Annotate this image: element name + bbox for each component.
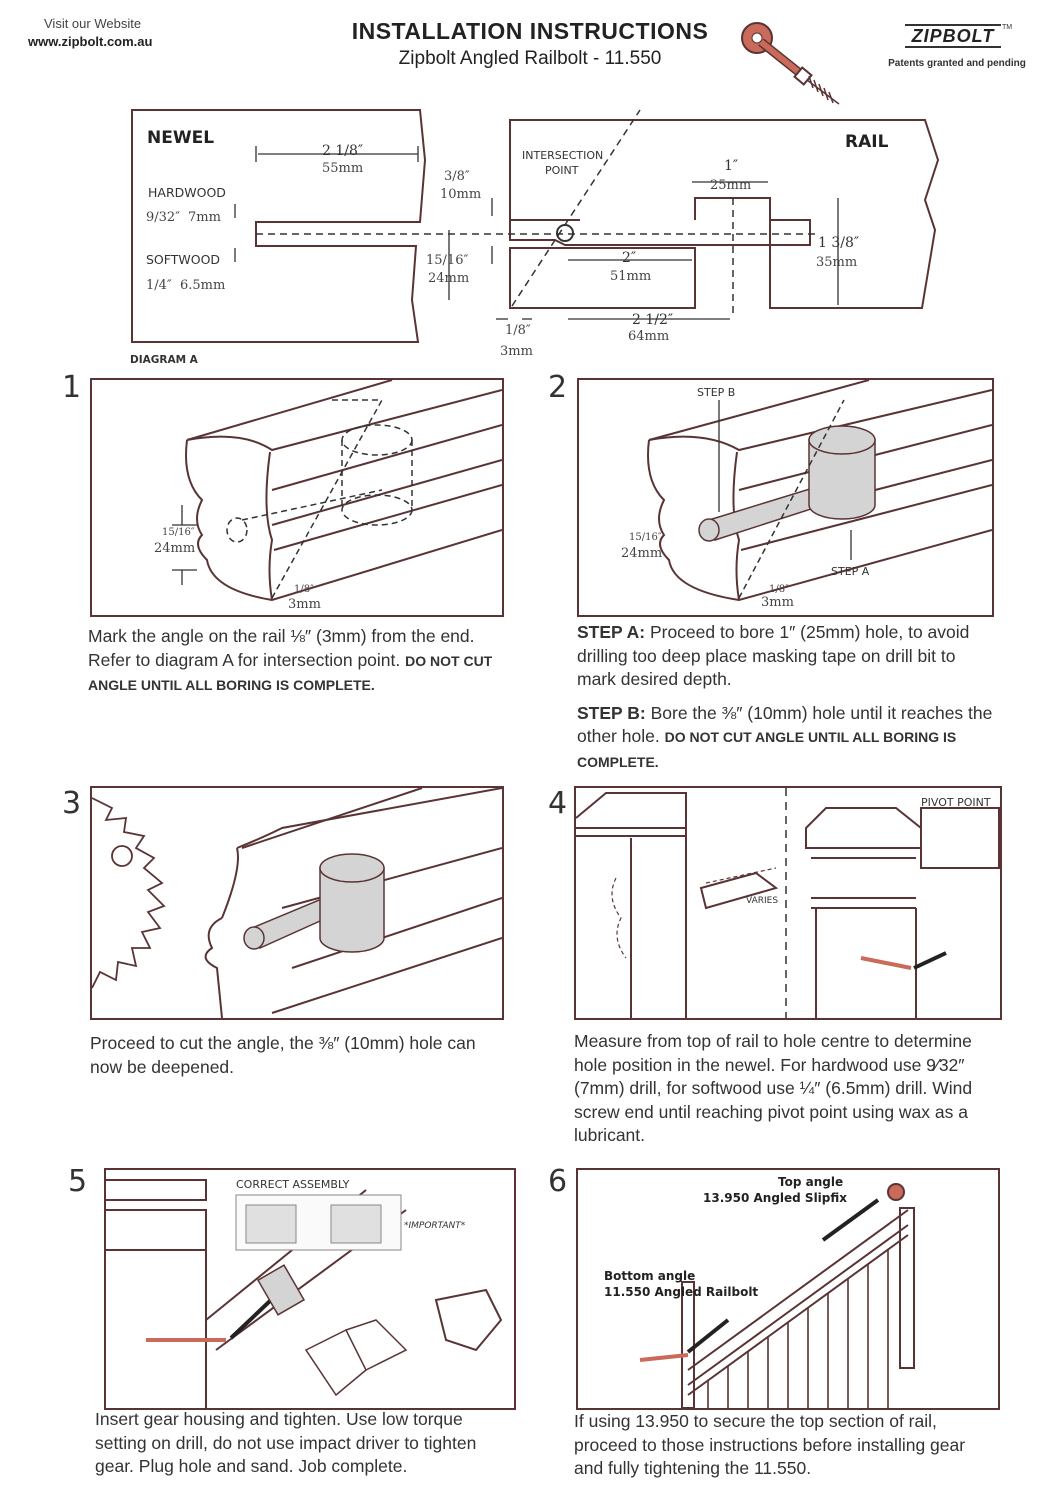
bore-in: 2″ — [622, 250, 636, 266]
step-3-description: Proceed to cut the angle, the ⅜″ (10mm) … — [90, 1033, 476, 1077]
step-1-end-in: 1/8″ — [294, 584, 314, 595]
label-softwood: SOFTWOOD — [146, 252, 220, 267]
step-3-panel — [90, 786, 504, 1020]
step-4-varies-label: VARIES — [746, 896, 778, 906]
intersection-point-mark — [556, 224, 574, 242]
step-2-step-b-text: Bore the ⅜″ (10mm) hole until it reaches… — [577, 702, 993, 747]
label-newel: NEWEL — [147, 128, 214, 148]
step-2-step-a-lead: STEP A: — [577, 622, 646, 642]
page-title: INSTALLATION INSTRUCTIONS — [351, 18, 709, 44]
step-2-end-mm: 3mm — [761, 595, 794, 610]
step-2-description: STEP A: Proceed to bore 1″ (25mm) hole, … — [577, 621, 997, 774]
end-mm: 3mm — [500, 344, 533, 359]
railbolt-icon — [741, 22, 840, 105]
saw-blade-icon — [92, 797, 166, 989]
hole-dia-in: 1″ — [724, 158, 738, 174]
step-2-step-b: STEP B: Bore the ⅜″ (10mm) hole until it… — [577, 702, 997, 775]
step-2-height-in: 15/16″ — [629, 532, 662, 543]
step-6-bottom-product: 11.550 Angled Railbolt — [604, 1285, 758, 1299]
softwood-in: 1/4″ — [146, 278, 172, 293]
step-1-number: 1 — [62, 370, 82, 405]
step-6-number: 6 — [548, 1164, 568, 1199]
newel-depth-in: 2 1/8″ — [322, 143, 363, 159]
step-2-number: 2 — [548, 370, 568, 405]
end-in: 1/8″ — [505, 323, 531, 338]
step-1-height-mm: 24mm — [154, 541, 195, 556]
step-6-panel: Top angle 13.950 Angled Slipfix Bottom a… — [576, 1168, 1000, 1410]
diagram-a: NEWEL RAIL HARDWOOD 9/32″ 7mm SOFTWOOD 1… — [130, 109, 940, 366]
brand-name: ZIPBOLT — [911, 26, 995, 46]
hardwood-in: 9/32″ — [146, 210, 180, 225]
step-4-description: Measure from top of rail to hole centre … — [574, 1031, 973, 1145]
step-5-correct-label: CORRECT ASSEMBLY — [236, 1178, 350, 1191]
step-2-end-in: 1/8″ — [769, 584, 789, 595]
visit-label: Visit our Website — [44, 16, 142, 31]
step-4-panel: PIVOT POINT VARIES — [574, 786, 1002, 1020]
step-2-height-mm: 24mm — [621, 546, 662, 561]
step-4-pivot-label: PIVOT POINT — [921, 796, 991, 809]
intersection-label-1: INTERSECTION — [522, 149, 603, 162]
bottom-in: 2 1/2″ — [632, 312, 673, 328]
patents-note: Patents granted and pending — [888, 58, 1026, 69]
hole-dia-mm: 25mm — [710, 178, 751, 193]
step-6-description: If using 13.950 to secure the top sectio… — [574, 1411, 966, 1478]
step-6-top-product: 13.950 Angled Slipfix — [703, 1191, 847, 1205]
step-2-step-a: STEP A: Proceed to bore 1″ (25mm) hole, … — [577, 621, 997, 692]
rail-depth-in: 1 3/8″ — [818, 235, 859, 251]
rail-height-mm: 24mm — [428, 271, 469, 286]
trademark: TM — [1002, 24, 1013, 31]
bore-mm: 51mm — [610, 269, 651, 284]
step-6-top-angle: Top angle — [778, 1175, 843, 1189]
website-link[interactable]: www.zipbolt.com.au — [28, 34, 153, 49]
step-1-text: Mark the angle on the rail ⅛″ (3mm) from… — [88, 626, 475, 670]
step-2-warning: DO NOT CUT ANGLE UNTIL ALL BORING IS COM… — [577, 729, 957, 770]
label-hardwood: HARDWOOD — [148, 185, 226, 200]
step-5-important-label: *IMPORTANT* — [404, 1221, 466, 1231]
page-subtitle: Zipbolt Angled Railbolt - 11.550 — [398, 48, 662, 69]
label-rail: RAIL — [845, 132, 889, 152]
step-1-description: Mark the angle on the rail ⅛″ (3mm) from… — [88, 625, 518, 698]
step-2-panel: STEP B STEP A 15/16″ 24mm 1/8″ 3mm — [577, 378, 994, 617]
newel-shape — [131, 109, 427, 343]
top-offset-in: 3/8″ — [444, 169, 470, 184]
step-5-description: Insert gear housing and tighten. Use low… — [95, 1409, 477, 1476]
intersection-label-2: POINT — [545, 164, 579, 177]
step-1-warning: DO NOT CUT ANGLE UNTIL ALL BORING IS COM… — [88, 652, 493, 694]
step-2-step-b-lead: STEP B: — [577, 702, 646, 723]
step-1-height-in: 15/16″ — [162, 527, 195, 538]
rail-height-in: 15/16″ — [426, 253, 468, 268]
step-6-bottom-angle: Bottom angle — [604, 1269, 695, 1283]
step-4-number: 4 — [548, 786, 568, 821]
step-2-step-a-label: STEP A — [831, 565, 870, 578]
brand-logo: ZIPBOLT — [905, 24, 1001, 48]
softwood-mm: 6.5mm — [180, 278, 225, 293]
step-5-number: 5 — [68, 1164, 88, 1199]
step-1-panel: 15/16″ 24mm 1/8″ 3mm — [90, 378, 504, 617]
step-2-step-b-label: STEP B — [697, 386, 735, 399]
newel-depth-mm: 55mm — [322, 161, 363, 176]
step-5-panel: CORRECT ASSEMBLY *IMPORTANT* — [104, 1168, 516, 1410]
rail-depth-mm: 35mm — [816, 255, 857, 270]
step-1-end-mm: 3mm — [288, 597, 321, 612]
top-offset-mm: 10mm — [440, 187, 481, 202]
header: Visit our Website www.zipbolt.com.au INS… — [0, 0, 1064, 105]
bottom-mm: 64mm — [628, 329, 669, 344]
step-2-step-a-text: Proceed to bore 1″ (25mm) hole, to avoid… — [577, 622, 970, 689]
diagram-a-caption: DIAGRAM A — [130, 354, 199, 366]
step-3-number: 3 — [62, 786, 82, 821]
hardwood-mm: 7mm — [188, 210, 221, 225]
